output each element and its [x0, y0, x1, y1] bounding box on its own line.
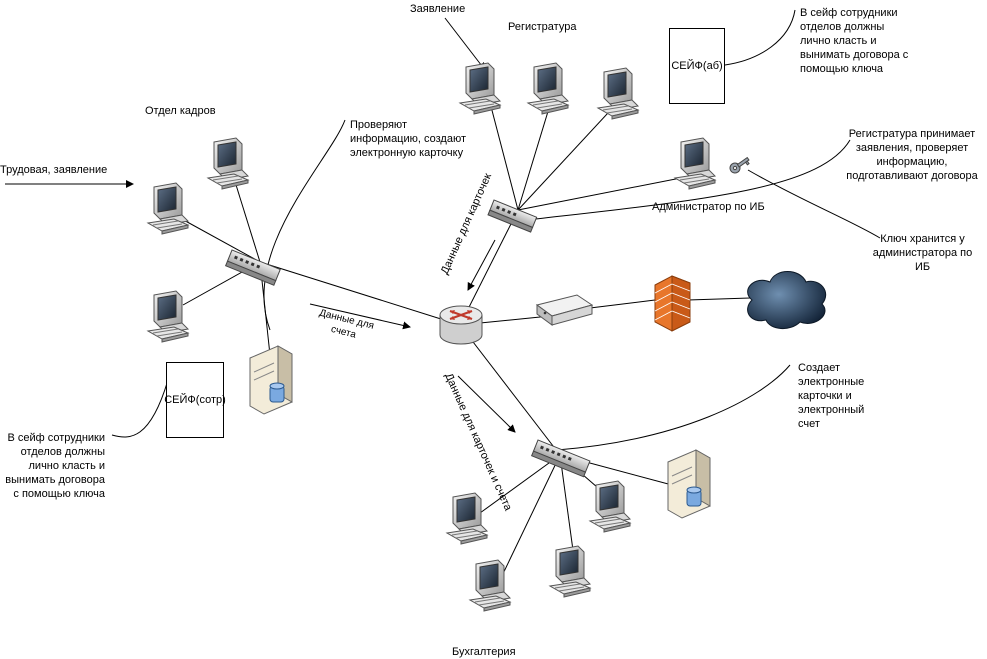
accounting-note: Создает электронные карточки и электронн… — [798, 362, 865, 430]
registry-input-label: Заявление — [410, 3, 466, 15]
key-icon — [729, 156, 750, 174]
hr-computer-3 — [146, 290, 190, 343]
accounting-server-icon — [667, 449, 711, 519]
registry-computer-2 — [526, 62, 570, 115]
registry-switch — [487, 199, 538, 233]
registry-computer-3 — [596, 67, 640, 120]
registry-computer-4 — [673, 137, 717, 190]
router-icon — [439, 305, 483, 345]
accounting-computer-2 — [468, 559, 512, 612]
registry-note: Регистратура принимает заявления, провер… — [846, 128, 978, 182]
flow-label-to-accounting: Данные для карточек и счета — [442, 371, 514, 513]
hr-input-label: Трудовая, заявление — [0, 164, 108, 176]
flow-arrows — [5, 17, 516, 433]
hr-note: Проверяют информацию, создают электронну… — [350, 119, 466, 159]
hr-computer-2 — [146, 182, 190, 235]
internet-cloud-icon — [747, 271, 827, 329]
registry-safe-label: СЕЙФ(аб) — [671, 60, 723, 72]
registry-safe: СЕЙФ(аб) — [669, 28, 725, 104]
accounting-switch — [530, 439, 591, 478]
registry-computer-1 — [458, 62, 502, 115]
key-note: Ключ хранится у администратора по ИБ — [872, 233, 973, 273]
hr-server-icon — [249, 345, 293, 415]
accounting-computer-4 — [588, 480, 632, 533]
hr-switch — [224, 249, 281, 286]
flow-label-to-registry: Данные для карточек — [439, 171, 494, 276]
workstations — [146, 62, 717, 612]
accounting-computer-1 — [445, 492, 489, 545]
firewall-icon — [654, 275, 691, 332]
accounting-computer-3 — [548, 545, 592, 598]
department-title-registry: Регистратура — [508, 21, 577, 33]
safe-note-left: В сейф сотрудники отделов должны лично к… — [5, 432, 105, 500]
department-title-accounting: Бухгалтерия — [452, 646, 516, 658]
department-title-hr: Отдел кадров — [145, 105, 216, 117]
hr-safe: СЕЙФ(сотр) — [164, 362, 226, 438]
safe-note-top: В сейф сотрудники отделов должны лично к… — [800, 7, 909, 75]
modem-icon — [535, 294, 594, 326]
admin-label: Администратор по ИБ — [652, 201, 765, 213]
hr-safe-label: СЕЙФ(сотр) — [164, 394, 226, 406]
callout-lines — [111, 9, 881, 451]
hr-computer-1 — [206, 137, 250, 190]
